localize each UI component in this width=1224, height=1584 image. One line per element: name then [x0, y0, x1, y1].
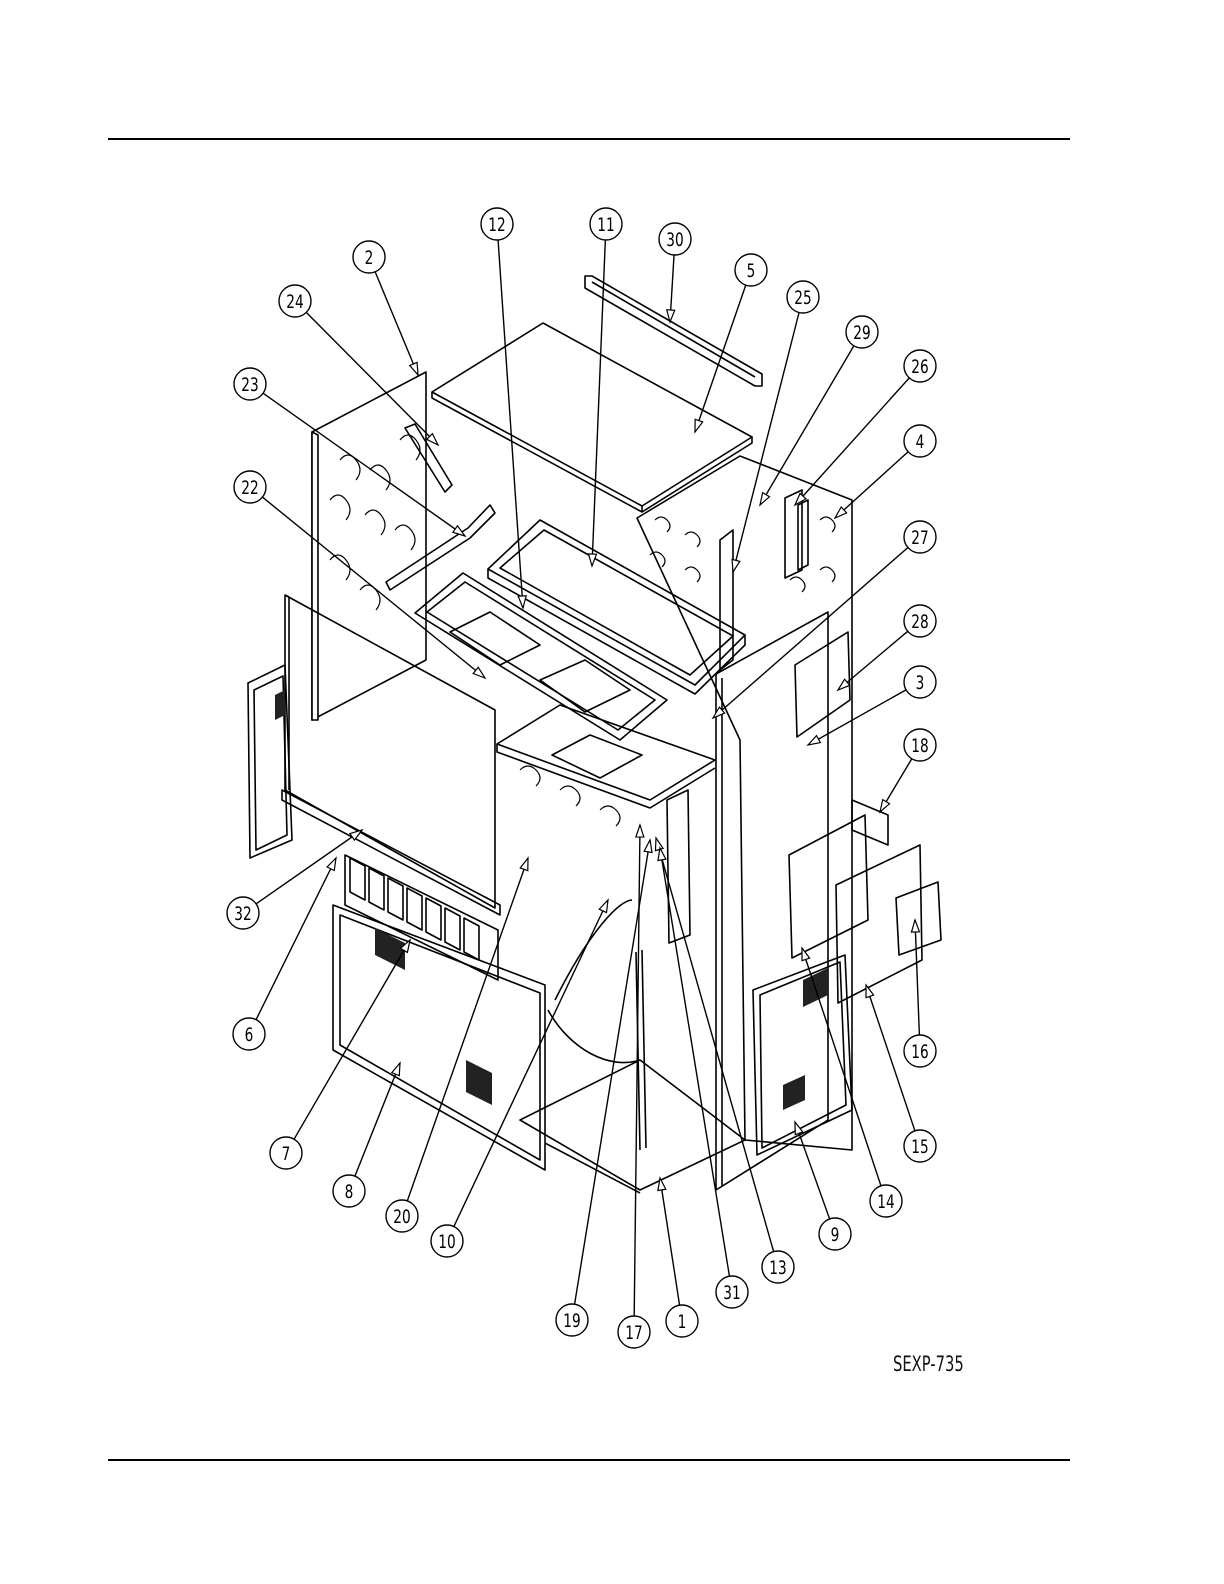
base-panel	[520, 1060, 745, 1190]
callout-arrowhead	[732, 559, 740, 572]
right-side-panel	[716, 612, 828, 1190]
callout-arrowhead	[327, 858, 336, 871]
callout-leader	[695, 285, 746, 432]
bracket-24	[405, 424, 452, 492]
callout-leader	[263, 393, 465, 536]
callout-label: 20	[393, 1206, 410, 1228]
drawing-code: SEXP-735	[893, 1352, 964, 1376]
callout-label: 22	[241, 477, 258, 499]
callout-leader	[256, 858, 336, 1020]
bracket-23	[386, 505, 495, 590]
callout-label: 6	[245, 1024, 254, 1046]
callout-label: 30	[666, 229, 683, 251]
callout-leader	[795, 1122, 830, 1219]
callout-label: 1	[678, 1311, 687, 1333]
callout-label: 27	[911, 527, 928, 549]
callout-arrowhead	[636, 825, 644, 837]
left-side-panel	[312, 372, 426, 720]
callout-label: 28	[911, 611, 928, 633]
callout-leader	[808, 690, 906, 745]
callout-label: 5	[747, 260, 756, 282]
callout-leader	[355, 1063, 400, 1176]
callout-label: 32	[234, 903, 251, 925]
callout-leader	[256, 830, 362, 904]
callout-leader	[454, 900, 608, 1227]
callout-label: 8	[345, 1181, 354, 1203]
callout-leader	[915, 920, 919, 1035]
callout-label: 17	[625, 1322, 642, 1344]
callout-leader	[375, 272, 418, 375]
callout-arrowhead	[695, 419, 703, 432]
callout-label: 25	[794, 287, 811, 309]
callout-label: 2	[365, 247, 374, 269]
callout-arrowhead	[880, 800, 890, 812]
callout-label: 19	[563, 1310, 580, 1332]
callout-arrowhead	[520, 858, 528, 871]
callout-arrowhead	[588, 554, 596, 566]
callout-label: 24	[286, 291, 303, 313]
middle-shelf	[497, 705, 715, 800]
hose	[548, 1010, 640, 1063]
callout-label: 29	[853, 322, 870, 344]
callout-label: 18	[911, 735, 928, 757]
callout-arrowhead	[760, 493, 770, 505]
callout-leader	[760, 346, 854, 505]
front-rail	[282, 790, 500, 915]
callout-arrowhead	[392, 1063, 400, 1076]
callout-label: 13	[769, 1257, 786, 1279]
callout-label: 10	[438, 1231, 455, 1253]
callout-leader	[660, 1178, 680, 1305]
callout-label: 4	[916, 431, 925, 453]
callout-label: 12	[488, 214, 505, 236]
callout-arrowhead	[599, 900, 608, 913]
callout-arrowhead	[644, 840, 652, 852]
rear-panel	[637, 456, 852, 1150]
callout-label: 14	[877, 1191, 894, 1213]
callout-label: 15	[911, 1136, 928, 1158]
callout-leader	[498, 240, 523, 608]
callout-arrowhead	[911, 920, 919, 932]
callout-label: 9	[831, 1224, 840, 1246]
callout-arrowhead	[518, 596, 526, 608]
callout-label: 7	[282, 1143, 291, 1165]
callout-label: 31	[723, 1282, 740, 1304]
callout-arrowhead	[350, 830, 362, 840]
panel-16	[896, 882, 941, 955]
callout-label: 26	[911, 356, 928, 378]
callout-label: 23	[241, 374, 258, 396]
column-13	[667, 790, 690, 943]
callout-arrowhead	[658, 848, 666, 860]
panel-15	[836, 845, 922, 1003]
callout-leader	[294, 940, 410, 1139]
callout-arrowhead	[808, 736, 820, 745]
vent-perforations	[275, 690, 828, 1110]
callout-label: 11	[597, 214, 614, 236]
callout-arrowhead	[410, 362, 418, 375]
callout-label: 16	[911, 1041, 928, 1063]
callout-leader	[262, 497, 485, 678]
callout-leader	[835, 452, 908, 518]
callout-label: 3	[916, 672, 925, 694]
callout-leader	[795, 378, 909, 505]
callout-leader	[592, 240, 605, 566]
lower-front-panel	[333, 905, 545, 1170]
